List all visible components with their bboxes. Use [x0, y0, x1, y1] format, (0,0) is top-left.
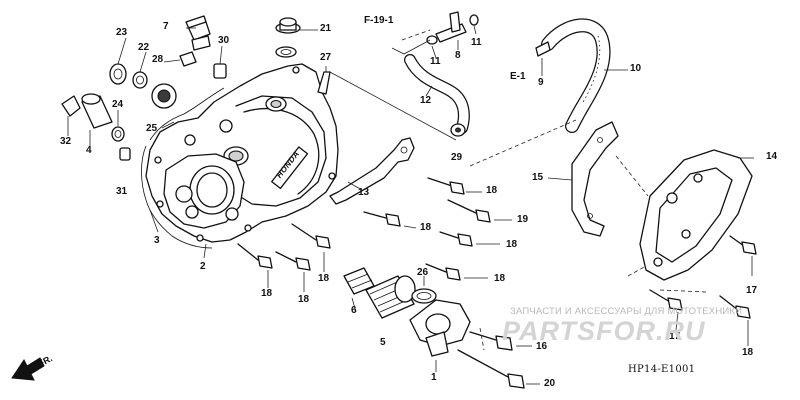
callout-28[interactable]: 28: [152, 54, 164, 65]
o-ring-26[interactable]: [411, 288, 437, 304]
callout-3[interactable]: 3: [154, 235, 160, 246]
watermark-logo: PARTSFOR.RU: [502, 316, 706, 346]
callout-7[interactable]: 7: [163, 21, 169, 32]
callout-29[interactable]: 29: [451, 152, 463, 163]
callout-11b[interactable]: 11: [471, 37, 482, 48]
hose-10[interactable]: [541, 18, 611, 133]
callout-1[interactable]: 1: [431, 372, 437, 383]
callout-30[interactable]: 30: [218, 35, 230, 46]
sprocket-cover-14[interactable]: [639, 149, 753, 281]
bracket-13[interactable]: [329, 137, 415, 205]
callout-31[interactable]: 31: [116, 186, 128, 197]
filter-cover-1[interactable]: [409, 299, 471, 357]
joint-8[interactable]: [426, 11, 479, 45]
callout-32[interactable]: 32: [60, 136, 72, 147]
ref-bracket: [391, 39, 431, 55]
callout-2[interactable]: 2: [200, 261, 206, 272]
oil-filler-cap[interactable]: [185, 15, 211, 51]
plug-21[interactable]: [275, 17, 301, 58]
chain-slider-15[interactable]: [571, 121, 619, 237]
bolt-20[interactable]: [457, 349, 525, 389]
dowel-31[interactable]: [119, 147, 131, 161]
crankcase-cover[interactable]: [141, 63, 339, 249]
clip-9[interactable]: [535, 41, 551, 57]
hose-12[interactable]: [404, 54, 470, 134]
alignment-lines: [401, 29, 707, 351]
dowel-30[interactable]: [213, 63, 227, 79]
leader-lines: [67, 25, 754, 385]
bolt-18-lower-d[interactable]: [425, 263, 461, 281]
watermark-text: ЗАПЧАСТИ И АКСЕССУАРЫ ДЛЯ МОТОТЕХНИКИ: [510, 306, 743, 317]
callout-10[interactable]: 10: [630, 63, 642, 74]
callout-12[interactable]: 12: [420, 95, 432, 106]
bolt-18-upper[interactable]: [427, 177, 465, 195]
callout-18b[interactable]: 18: [420, 222, 432, 233]
clip-32[interactable]: [61, 95, 81, 117]
callout-25[interactable]: 25: [146, 123, 158, 134]
callout-9[interactable]: 9: [538, 77, 544, 88]
callout-21[interactable]: 21: [320, 23, 332, 34]
bolt-17-lower[interactable]: [649, 289, 683, 311]
callout-16[interactable]: 16: [536, 341, 548, 352]
callout-4[interactable]: 4: [86, 145, 92, 156]
bolt-17-upper[interactable]: [729, 235, 757, 255]
oil-filter[interactable]: [365, 275, 416, 319]
shaft-4[interactable]: [81, 93, 113, 129]
bolt-18-lower-b[interactable]: [275, 251, 311, 271]
callout-18h[interactable]: 18: [742, 347, 754, 358]
bolt-18-right[interactable]: [719, 295, 751, 319]
callout-18e[interactable]: 18: [261, 288, 273, 299]
bearing-25[interactable]: [151, 83, 177, 109]
callout-24[interactable]: 24: [112, 99, 124, 110]
callout-5[interactable]: 5: [380, 337, 386, 348]
washer-24[interactable]: [111, 126, 125, 142]
callout-20[interactable]: 20: [544, 378, 556, 389]
callout-19[interactable]: 19: [517, 214, 529, 225]
callout-14[interactable]: 14: [766, 151, 778, 162]
callout-18c[interactable]: 18: [506, 239, 518, 250]
callout-8[interactable]: 8: [455, 50, 461, 61]
callout-27[interactable]: 27: [320, 52, 332, 63]
callout-26[interactable]: 26: [417, 267, 429, 278]
o-ring-28[interactable]: [179, 51, 197, 67]
ref-e-1[interactable]: E-1: [510, 71, 526, 82]
washers-23-22[interactable]: [109, 63, 148, 89]
spring-6[interactable]: [343, 267, 375, 295]
callout-13[interactable]: 13: [358, 187, 370, 198]
callout-18a[interactable]: 18: [486, 185, 498, 196]
callout-6[interactable]: 6: [351, 305, 357, 316]
callout-15[interactable]: 15: [532, 172, 544, 183]
front-arrow: [11, 357, 45, 381]
callout-11a[interactable]: 11: [430, 56, 441, 67]
bolt-18-mid-a[interactable]: [363, 211, 401, 227]
callout-23[interactable]: 23: [116, 27, 128, 38]
diagram-code: HP14-E1001: [628, 364, 696, 375]
callout-18g[interactable]: 18: [318, 273, 330, 284]
callout-22[interactable]: 22: [138, 42, 150, 53]
bolt-18-lower-a[interactable]: [237, 243, 273, 269]
bolt-19[interactable]: [447, 199, 491, 223]
callout-18f[interactable]: 18: [298, 294, 310, 305]
callout-17a[interactable]: 17: [746, 285, 758, 296]
callout-18d[interactable]: 18: [494, 273, 506, 284]
clamp-29[interactable]: [450, 123, 466, 137]
ref-f-19-1[interactable]: F-19-1: [364, 15, 394, 26]
bolt-16[interactable]: [469, 331, 513, 351]
bolt-18-mid-b[interactable]: [439, 231, 473, 247]
bolt-18-lower-c[interactable]: [291, 223, 331, 249]
callout-17b[interactable]: 17: [669, 331, 681, 342]
